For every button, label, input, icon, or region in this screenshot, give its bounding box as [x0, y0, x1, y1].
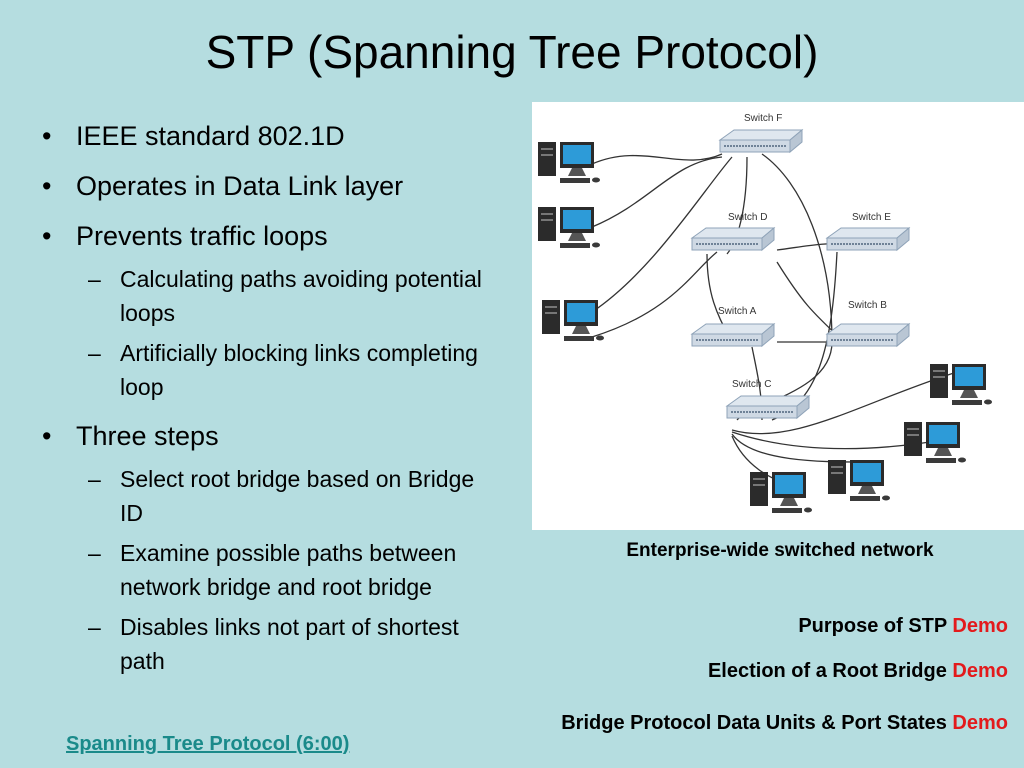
bpdu-link-row: Bridge Protocol Data Units & Port States…	[561, 712, 1008, 735]
sub-bullet-item: –Select root bridge based on Bridge ID	[26, 462, 500, 530]
computer-icon	[538, 207, 600, 248]
sub-bullet-text: Select root bridge based on Bridge ID	[120, 466, 475, 526]
election-demo-link[interactable]: Demo	[952, 660, 1008, 682]
bullet-item: • Prevents traffic loops	[26, 218, 506, 254]
sub-bullet-marker: –	[88, 266, 101, 292]
switch-e	[826, 227, 910, 251]
sub-bullet-item: –Calculating paths avoiding potential lo…	[26, 262, 500, 330]
network-diagram-svg: Switch F Switch D Switch E Switch A Swit…	[538, 113, 992, 513]
bullet-item: • IEEE standard 802.1D	[26, 118, 506, 154]
computer-icon	[538, 142, 600, 183]
switch-label: Switch A	[718, 306, 757, 317]
diagram-caption: Enterprise-wide switched network	[626, 540, 934, 561]
sub-bullet-marker: –	[88, 540, 101, 566]
bpdu-demo-link[interactable]: Demo	[952, 712, 1008, 734]
switch-label: Switch B	[848, 300, 887, 311]
sub-bullet-text: Disables links not part of shortest path	[120, 614, 459, 674]
computer-icon	[930, 364, 992, 405]
switch-label: Switch C	[732, 379, 771, 390]
computer-icon	[828, 460, 890, 501]
network-diagram: Switch F Switch D Switch E Switch A Swit…	[532, 102, 1024, 530]
switch-label: Switch E	[852, 212, 891, 223]
purpose-demo-link[interactable]: Demo	[952, 615, 1008, 637]
bullet-text: IEEE standard 802.1D	[76, 121, 345, 151]
switch-f	[719, 129, 803, 153]
election-label: Election of a Root Bridge	[707, 660, 947, 682]
bullet-item: • Operates in Data Link layer	[26, 168, 506, 204]
computer-icon	[750, 472, 812, 513]
purpose-link-row: Purpose of STP Demo	[798, 615, 1008, 638]
slide-title: STP (Spanning Tree Protocol)	[205, 26, 819, 78]
switch-d	[691, 227, 775, 251]
switch-a	[691, 323, 775, 347]
sub-bullet-text: Artificially blocking links completing l…	[120, 340, 478, 400]
computer-icon	[542, 300, 604, 341]
switch-label: Switch D	[728, 212, 767, 223]
spanning-tree-video-link[interactable]: Spanning Tree Protocol (6:00)	[66, 733, 350, 755]
switch-c	[726, 395, 810, 419]
bullet-text: Operates in Data Link layer	[76, 171, 404, 201]
switch-label: Switch F	[744, 113, 782, 124]
bullet-marker: •	[42, 171, 52, 201]
sub-bullet-item: –Examine possible paths between network …	[26, 536, 500, 604]
bullet-text: Prevents traffic loops	[76, 221, 328, 251]
bullet-list: • IEEE standard 802.1D • Operates in Data …	[26, 118, 506, 684]
sub-bullet-text: Examine possible paths between network b…	[120, 540, 457, 600]
purpose-label: Purpose of STP	[798, 615, 947, 637]
sub-bullet-item: –Disables links not part of shortest pat…	[26, 610, 500, 678]
bpdu-label: Bridge Protocol Data Units & Port States	[561, 712, 947, 734]
bullet-text: Three steps	[76, 421, 219, 451]
sub-bullet-marker: –	[88, 466, 101, 492]
bullet-marker: •	[42, 421, 52, 451]
sub-bullet-text: Calculating paths avoiding potential loo…	[120, 266, 482, 326]
bullet-marker: •	[42, 221, 52, 251]
computer-icon	[904, 422, 966, 463]
bullet-marker: •	[42, 121, 52, 151]
sub-bullet-item: –Artificially blocking links completing …	[26, 336, 500, 404]
sub-bullet-marker: –	[88, 340, 101, 366]
switch-b	[826, 323, 910, 347]
bullet-item: • Three steps	[26, 418, 506, 454]
election-link-row: Election of a Root Bridge Demo	[708, 660, 1008, 683]
sub-bullet-marker: –	[88, 614, 101, 640]
